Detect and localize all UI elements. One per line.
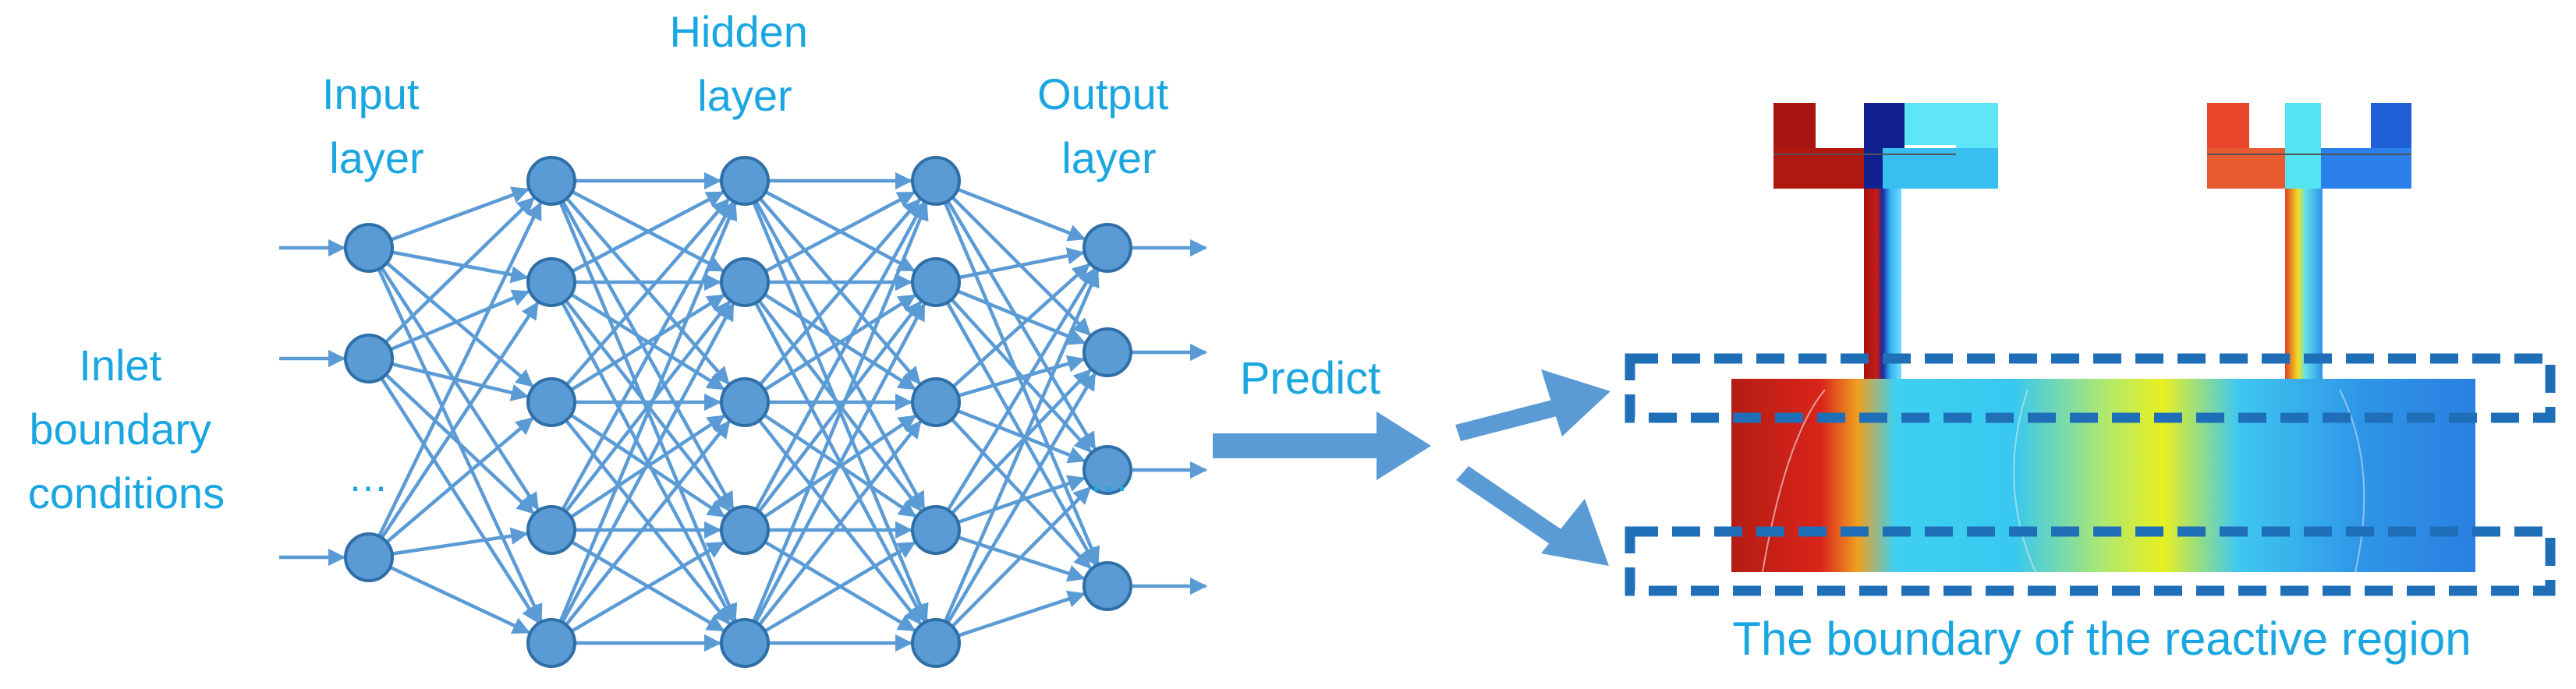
connection-edge (380, 301, 540, 539)
connection-edge (943, 201, 1100, 565)
connection-edge (570, 293, 725, 392)
connection-edge (571, 190, 725, 274)
input-layer-label: Input layer (322, 69, 431, 182)
connection-edge (757, 300, 923, 513)
connection-edge (570, 541, 725, 633)
hidden-node (526, 257, 576, 307)
connection-edge (752, 202, 929, 623)
connection-edge (945, 302, 1097, 567)
inlet-boundary-conditions-label: Inlet boundary conditions (28, 341, 225, 518)
input-node (344, 532, 394, 582)
connection-edge (558, 202, 738, 623)
connection-edge (389, 289, 530, 352)
connection-edge (946, 372, 1097, 624)
connection-edge (943, 269, 1100, 623)
input-ellipsis: … (348, 455, 388, 500)
connection-edge (565, 420, 731, 627)
connection-edge (389, 565, 531, 634)
output-ellipsis: … (1089, 455, 1129, 500)
connection-edge (951, 263, 1090, 388)
hidden-node (911, 618, 961, 668)
output-node (1082, 327, 1132, 377)
input-node (344, 223, 394, 273)
connection-edge (946, 267, 1097, 511)
connection-edge (392, 250, 529, 284)
connection-edge (957, 187, 1086, 242)
hidden-node (526, 618, 576, 668)
connection-edge (758, 198, 921, 386)
connection-edge (950, 418, 1092, 570)
hidden-node (526, 377, 576, 427)
connection-edge (564, 300, 732, 513)
network-connections (377, 171, 1100, 652)
connection-edge (958, 355, 1086, 398)
connection-edge (391, 362, 530, 401)
connection-edge (377, 201, 543, 537)
output-layer-label: Output layer (1037, 69, 1181, 182)
output-node (1082, 561, 1132, 611)
arrow-to-lower-boundary (1456, 466, 1609, 566)
right-inlet-assembly (2207, 103, 2411, 383)
hidden-node (526, 505, 576, 555)
reaction-chamber (1731, 379, 2475, 572)
predict-label: Predict (1240, 353, 1381, 404)
connection-edge (764, 541, 916, 633)
reactor-flow-field (1731, 103, 2475, 573)
connection-edge (764, 294, 916, 391)
hidden-node (526, 156, 576, 206)
hidden-node (720, 156, 770, 206)
connection-edge (951, 486, 1092, 628)
network-nodes (344, 156, 1132, 668)
connection-edge (958, 247, 1085, 280)
connection-edge (380, 377, 540, 624)
network-io-arrows (279, 238, 1208, 595)
hidden-layer-label: Hidden layer (669, 7, 820, 120)
connection-edge (385, 261, 534, 388)
lower-boundary-dashed-box (1625, 526, 2556, 596)
connection-edge (757, 420, 922, 626)
connection-edge (957, 590, 1086, 638)
connection-edge (561, 201, 735, 511)
hidden-node (720, 618, 770, 668)
connection-edge (385, 417, 534, 544)
connection-edge (764, 191, 916, 273)
predict-arrow (1213, 412, 1431, 480)
connection-edge (950, 298, 1093, 454)
output-node (1082, 445, 1132, 495)
left-inlet-assembly (1773, 103, 1998, 383)
hidden-node (911, 505, 961, 555)
connection-edge (951, 369, 1092, 514)
hidden-node (911, 377, 961, 427)
connection-edge (384, 373, 535, 514)
connection-edge (561, 302, 735, 624)
hidden-node (720, 505, 770, 555)
hidden-node (911, 156, 961, 206)
output-node (1082, 223, 1132, 273)
connection-edge (384, 196, 535, 344)
connection-edge (565, 198, 730, 386)
connection-edge (392, 527, 529, 556)
connection-edge (380, 266, 540, 511)
hidden-node (720, 257, 770, 307)
connection-edge (390, 186, 530, 242)
connection-edge (957, 408, 1086, 464)
connection-edge (754, 302, 927, 624)
hidden-node (720, 377, 770, 427)
upper-boundary-dashed-box (1625, 353, 2556, 423)
arrow-to-upper-boundary (1455, 369, 1610, 441)
connection-edge (754, 201, 926, 511)
input-node (344, 334, 394, 383)
connection-edge (956, 289, 1086, 345)
hidden-node (911, 257, 961, 307)
boundary-caption: The boundary of the reactive region (1732, 613, 2471, 665)
